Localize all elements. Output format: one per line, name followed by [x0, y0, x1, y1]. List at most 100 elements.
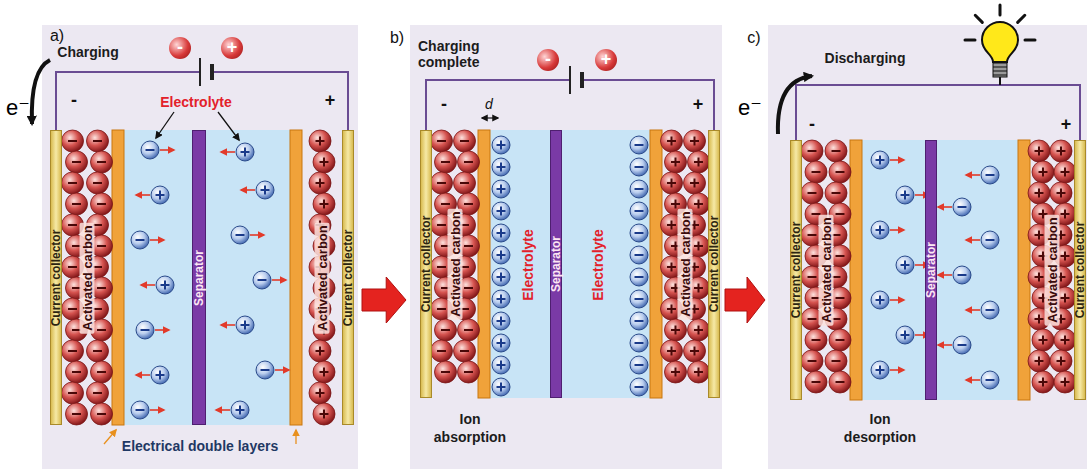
ion — [231, 226, 264, 244]
charge-sign — [836, 339, 845, 341]
carbon-particle — [801, 140, 823, 162]
charge-sign — [808, 150, 817, 152]
ion — [136, 321, 169, 339]
charge-sign — [1042, 168, 1044, 177]
light-ray — [975, 15, 982, 22]
charge-sign — [68, 182, 77, 184]
charge-sign — [500, 361, 502, 370]
carbon-particle — [1028, 350, 1050, 372]
charge-sign — [836, 171, 845, 173]
charge-sign — [808, 276, 817, 278]
carbon-particle — [684, 340, 706, 362]
charge-sign — [698, 326, 700, 335]
ion — [630, 268, 648, 286]
electron-symbol: e⁻ — [738, 95, 762, 121]
bulb-base — [993, 63, 1007, 77]
charge-sign — [671, 263, 673, 272]
double-layer-label: Electrical double layers — [122, 438, 278, 454]
carbon-particle — [1032, 161, 1054, 183]
carbon-particles — [801, 140, 851, 393]
charge-sign — [244, 321, 246, 330]
carbon-particle — [825, 182, 847, 204]
strip-label: Activated carbon — [448, 208, 463, 319]
charge-sign — [319, 347, 321, 356]
charge-sign — [1060, 273, 1062, 282]
charge-sign — [323, 200, 325, 209]
charge-sign — [72, 371, 81, 373]
carbon-particle — [309, 382, 331, 404]
ion-ball — [630, 180, 648, 198]
charge-sign — [635, 232, 644, 234]
charge-sign — [159, 371, 161, 380]
carbon-particle — [1032, 329, 1054, 351]
ion — [630, 202, 648, 220]
charge-sign — [1060, 147, 1062, 156]
ion-ball — [871, 291, 889, 309]
carbon-particle — [825, 350, 847, 372]
carbon-particle — [91, 193, 113, 215]
carbon-particle — [684, 172, 706, 194]
ion-motion-arrow — [241, 189, 255, 191]
ion-ball — [231, 401, 249, 419]
ion-ball — [236, 143, 254, 161]
ion — [871, 291, 904, 309]
strip-label: Activated carbon — [80, 222, 95, 333]
current-collector: Current collector — [708, 130, 720, 398]
charge-sign — [904, 331, 906, 340]
ion — [136, 186, 169, 204]
ion-ball — [253, 271, 271, 289]
carbon-particle — [684, 130, 706, 152]
carbon-particle — [688, 319, 710, 341]
light-ray — [965, 39, 975, 42]
electron-flow-arrow — [778, 76, 812, 134]
stage-arrow — [362, 277, 406, 323]
terminal-polarity: - — [441, 94, 447, 115]
charge-sign — [694, 347, 696, 356]
bulb-thread — [993, 67, 1007, 68]
carbon-particles — [62, 130, 113, 425]
ion-motion-arrow — [890, 369, 904, 371]
ion — [871, 151, 904, 169]
charge-sign — [460, 350, 469, 352]
charge-sign — [879, 156, 881, 165]
battery-polarity: + — [595, 49, 617, 71]
charge-sign — [1038, 147, 1040, 156]
activated-carbon: Activated carbon — [802, 140, 850, 400]
double-layer — [290, 130, 302, 425]
carbon-particle — [62, 172, 84, 194]
charge-sign — [460, 140, 469, 142]
ion — [966, 231, 999, 249]
charge-sign — [500, 207, 502, 216]
ion-motion-arrow — [155, 329, 169, 331]
charge-sign — [671, 179, 673, 188]
charge-sign — [464, 161, 473, 163]
charge-sign — [836, 381, 845, 383]
ion-ball — [630, 246, 648, 264]
ion — [630, 312, 648, 330]
charge-sign — [1064, 168, 1066, 177]
charge-sign — [986, 239, 995, 241]
carbon-particle — [805, 329, 827, 351]
ion-ball — [492, 246, 510, 264]
bulb-contact — [999, 77, 1001, 85]
battery-plate — [580, 72, 584, 88]
charge-sign — [694, 137, 696, 146]
charge-sign — [437, 182, 446, 184]
terminal-polarity: - — [809, 114, 815, 135]
charge-sign — [441, 329, 450, 331]
ion — [630, 356, 648, 374]
charge-sign — [464, 287, 473, 289]
charge-sign — [694, 305, 696, 314]
charge-sign — [879, 296, 881, 305]
carbon-particle — [661, 172, 683, 194]
carbon-particle — [458, 361, 480, 383]
carbon-particle — [66, 151, 88, 173]
charge-sign — [97, 371, 106, 373]
charge-sign — [437, 224, 446, 226]
leader-line — [104, 430, 116, 444]
charge-sign — [68, 392, 77, 394]
light-ray — [999, 5, 1002, 15]
leader-line — [218, 112, 239, 140]
carbon-particle — [91, 361, 113, 383]
charge-sign — [836, 255, 845, 257]
